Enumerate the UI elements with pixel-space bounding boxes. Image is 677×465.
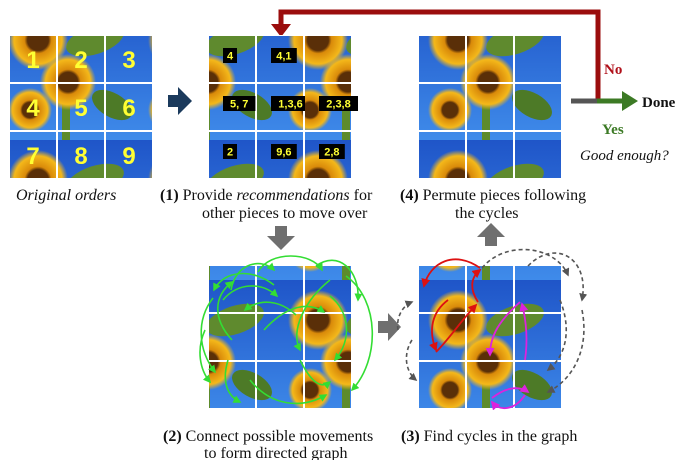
cycle-gray <box>396 248 588 393</box>
puzzle-tile <box>515 362 561 408</box>
puzzle-tile <box>58 36 104 82</box>
grid-recommendations: 4 4,1 5, 7 1,3,6 2,3,8 2 9,6 2,8 <box>208 35 358 179</box>
puzzle-tile <box>209 314 255 360</box>
caption-step4-text: Permute pieces following <box>419 187 587 204</box>
recommendation-badge <box>319 96 358 111</box>
step-arrow-up <box>477 223 505 246</box>
puzzle-tile <box>419 314 465 360</box>
puzzle-tile <box>419 132 465 178</box>
puzzle-tile <box>467 84 513 130</box>
puzzle-tile <box>106 84 152 130</box>
caption-step4-line2: the cycles <box>455 205 519 222</box>
caption-step3-number: (3) <box>401 428 420 445</box>
puzzle-tile <box>467 266 513 312</box>
step-arrow-down <box>267 226 295 250</box>
recommendation-text: 2,3,8 <box>326 99 350 111</box>
tile-number: 8 <box>74 143 87 170</box>
directed-graph-edges <box>199 255 374 405</box>
puzzle-tile <box>305 36 351 82</box>
puzzle-tile <box>10 36 56 82</box>
grid-permuted <box>418 35 562 179</box>
cycle-red <box>421 258 482 353</box>
caption-step1-line2: other pieces to move over <box>202 205 368 222</box>
tile-number: 9 <box>122 143 135 170</box>
puzzle-tile <box>467 132 513 178</box>
recommendation-text: 4,1 <box>276 51 291 63</box>
caption-step1-emphasis: recommendations <box>236 187 349 204</box>
tile-number: 3 <box>122 47 135 74</box>
recommendation-text: 5, 7 <box>230 99 248 111</box>
recommendation-text: 2 <box>227 147 233 159</box>
caption-step2-number: (2) <box>163 428 182 445</box>
puzzle-tile <box>467 36 513 82</box>
caption-step2-line2: to form directed graph <box>204 445 348 460</box>
puzzle-tile <box>419 36 465 82</box>
tile-number: 4 <box>26 95 40 122</box>
step-arrow-right <box>378 313 401 341</box>
recommendation-badge <box>271 96 310 111</box>
tile-number: 7 <box>26 143 39 170</box>
puzzle-tile <box>58 84 104 130</box>
cycle-magenta <box>485 301 530 411</box>
yes-label: Yes <box>602 122 624 138</box>
grid-cycles <box>418 265 562 409</box>
caption-step3: (3) Find cycles in the graph <box>401 428 577 445</box>
recommendation-text: 1,3,6 <box>278 99 302 111</box>
caption-step2-text: Connect possible movements <box>182 428 374 445</box>
caption-step2-line1: (2) Connect possible movements <box>163 428 373 445</box>
recommendation-badge <box>319 144 345 159</box>
puzzle-tile <box>515 314 561 360</box>
tile-number: 5 <box>74 95 87 122</box>
caption-step1-number: (1) <box>160 187 179 204</box>
puzzle-tile <box>419 84 465 130</box>
tile-number: 2 <box>74 47 87 74</box>
flow-arrow <box>168 87 192 115</box>
caption-step1-post: for <box>350 187 373 204</box>
tile-number: 1 <box>26 47 39 74</box>
caption-step1-pre: Provide <box>179 187 237 204</box>
recommendation-text: 2,8 <box>324 147 339 159</box>
recommendation-badge <box>223 96 256 111</box>
puzzle-tile <box>10 132 56 178</box>
good-enough-question: Good enough? <box>580 148 669 164</box>
puzzle-tile <box>305 266 351 312</box>
caption-original: Original orders <box>16 187 116 204</box>
recommendation-text: 4 <box>227 51 234 63</box>
recommendation-badge <box>223 144 237 159</box>
caption-step4-number: (4) <box>400 187 419 204</box>
puzzle-tile <box>467 362 513 408</box>
puzzle-grids: 1 2 3 4 5 6 7 8 9 4 4,1 5, 7 1,3,6 2,3,8 2 9,6 2,8 <box>9 35 562 409</box>
caption-step1-line1: (1) Provide recommendations for <box>160 187 373 204</box>
puzzle-tile <box>419 362 465 408</box>
puzzle-tile <box>106 132 152 178</box>
puzzle-tile <box>10 84 56 130</box>
puzzle-tile <box>257 314 303 360</box>
recommendation-badge <box>271 48 297 63</box>
puzzle-tile <box>515 84 561 130</box>
caption-step3-text: Find cycles in the graph <box>420 428 578 445</box>
recommendation-badge <box>223 48 237 63</box>
puzzle-tile <box>515 132 561 178</box>
feedback-loop-arrow <box>278 9 601 100</box>
puzzle-tile <box>58 132 104 178</box>
caption-step4-line1: (4) Permute pieces following <box>400 187 586 204</box>
no-label: No <box>604 62 622 78</box>
puzzle-tile <box>209 362 255 408</box>
tile-number: 6 <box>122 95 135 122</box>
recommendation-badge <box>271 144 297 159</box>
puzzle-tile <box>515 36 561 82</box>
recommendation-text: 9,6 <box>276 147 291 159</box>
grid-original: 1 2 3 4 5 6 7 8 9 <box>9 35 153 179</box>
done-label: Done <box>642 95 676 111</box>
puzzle-tile <box>305 314 351 360</box>
feedback-arrowhead <box>271 24 291 37</box>
puzzle-tile <box>106 36 152 82</box>
yes-arrowhead <box>622 91 638 111</box>
